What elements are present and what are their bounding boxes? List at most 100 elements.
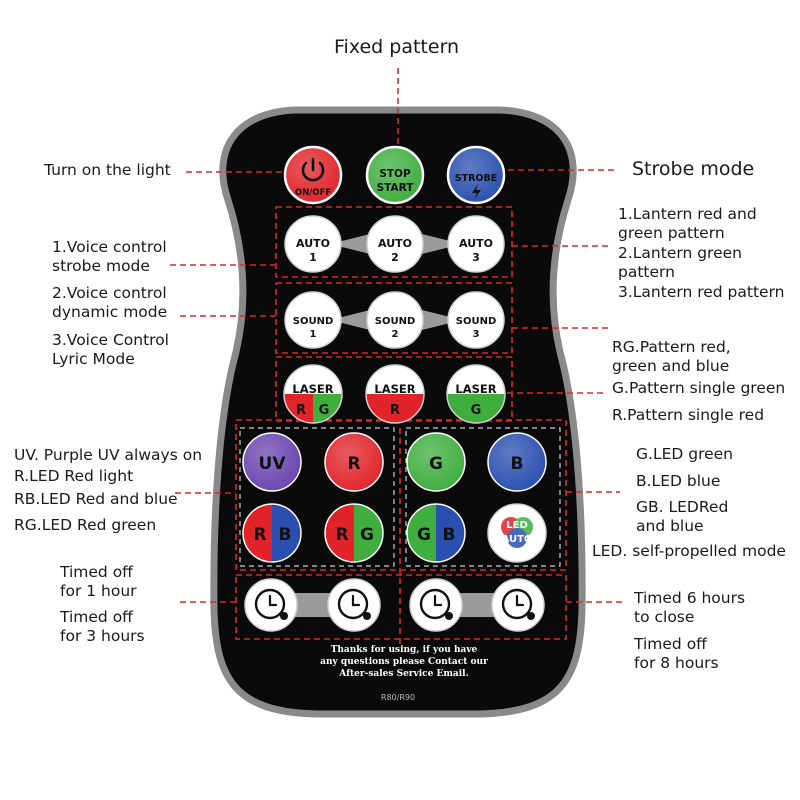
timed-8h-line-1: Timed off (634, 635, 707, 653)
lantern-2-callout: 2.Lantern green pattern (618, 244, 742, 282)
auto-2-number: 2 (391, 251, 399, 264)
rg-pattern-callout: RG.Pattern red, green and blue (612, 338, 731, 376)
clock-icon (337, 588, 371, 620)
fixed-pattern-title: Fixed pattern (334, 36, 460, 58)
uv-label: UV (259, 454, 287, 474)
model-number: R80/R90 (381, 693, 415, 702)
sound-1-number: 1 (310, 329, 317, 340)
auto-3-number: 3 (472, 251, 480, 264)
laser-r-button[interactable]: LASER R (365, 364, 425, 424)
rg-pattern-line-1: RG.Pattern red, (612, 338, 731, 356)
g-led-label: G (429, 454, 443, 474)
rb-led-button[interactable]: R B (242, 503, 302, 563)
voice-2-line-1: 2.Voice control (52, 284, 167, 302)
timed-6h-line-1: Timed 6 hours (634, 589, 746, 607)
g-led-button[interactable]: G (406, 432, 466, 492)
uv-button[interactable]: UV (242, 432, 302, 492)
b-led-callout: B.LED blue (636, 472, 721, 490)
timed-8h-line-2: for 8 hours (634, 654, 719, 672)
r-pattern-callout: R.Pattern single red (612, 406, 765, 424)
voice-3-line-1: 3.Voice Control (52, 331, 169, 349)
rg-led-r: R (335, 525, 348, 545)
rb-led-r: R (253, 525, 266, 545)
b-led-button[interactable]: B (487, 432, 547, 492)
auto-1-label: AUTO (296, 237, 330, 250)
timed-1h-callout: Timed off for 1 hour (60, 563, 137, 601)
led-auto-callout: LED. self-propelled mode (592, 542, 786, 560)
sound-2-number: 2 (392, 329, 399, 340)
voice-2-callout: 2.Voice control dynamic mode (52, 284, 167, 322)
timer-6h-button[interactable] (409, 578, 463, 632)
rg-pattern-line-2: green and blue (612, 357, 730, 375)
lantern-2-line-2: pattern (618, 263, 675, 281)
timed-3h-callout: Timed off for 3 hours (60, 608, 145, 646)
lantern-3-callout: 3.Lantern red pattern (618, 283, 785, 301)
timed-3h-line-1: Timed off (60, 608, 133, 626)
r-led-button[interactable]: R (324, 432, 384, 492)
power-label: ON/OFF (295, 188, 331, 198)
sound-2-label: SOUND (375, 316, 416, 327)
strobe-button[interactable]: STROBE (446, 145, 506, 205)
auto-1-button[interactable]: AUTO 1 (284, 215, 342, 273)
power-icon (301, 161, 325, 182)
timed-6h-line-2: to close (634, 608, 695, 626)
g-pattern-callout: G.Pattern single green (612, 379, 786, 397)
footer-line-1: Thanks for using, if you have (331, 645, 478, 655)
lantern-1-callout: 1.Lantern red and green pattern (618, 205, 757, 243)
timed-3h-line-2: for 3 hours (60, 627, 145, 645)
sound-1-label: SOUND (293, 316, 334, 327)
rb-led-b: B (279, 525, 292, 545)
gb-led-line-2: and blue (636, 517, 704, 535)
footer-line-3: After-sales Service Email. (338, 669, 468, 679)
stop-label: STOP (379, 168, 411, 180)
strobe-label: STROBE (455, 173, 497, 184)
stop-start-button[interactable]: STOP START (365, 145, 425, 205)
laser-rg-label: LASER (292, 382, 333, 396)
gb-led-button[interactable]: G B (406, 503, 466, 563)
auto-3-button[interactable]: AUTO 3 (447, 215, 505, 273)
rgb-circles-icon (501, 517, 533, 548)
timed-6h-callout: Timed 6 hours to close (634, 589, 745, 627)
laser-g-g: G (471, 403, 482, 418)
lantern-1-line-2: green pattern (618, 224, 725, 242)
turn-on-callout: Turn on the light (44, 161, 171, 179)
timer-8h-button[interactable] (491, 578, 545, 632)
voice-3-callout: 3.Voice Control Lyric Mode (52, 331, 169, 369)
gb-led-callout: GB. LEDRed and blue (636, 498, 728, 536)
timed-8h-callout: Timed off for 8 hours (634, 635, 719, 673)
voice-1-line-2: strobe mode (52, 257, 150, 275)
callout-lines (170, 68, 624, 603)
lightning-icon (472, 184, 481, 200)
rg-led-g: G (360, 525, 374, 545)
rg-led-button[interactable]: R G (324, 503, 384, 563)
laser-rg-g: G (319, 403, 330, 418)
gb-led-line-1: GB. LEDRed (636, 498, 729, 516)
lantern-1-line-1: 1.Lantern red and (618, 205, 757, 223)
timed-1h-line-2: for 1 hour (60, 582, 137, 600)
gb-led-b: B (443, 525, 456, 545)
r-led-callout: R.LED Red light (14, 467, 134, 485)
auto-2-button[interactable]: AUTO 2 (366, 215, 424, 273)
laser-r-label: LASER (374, 382, 415, 396)
uv-callout: UV. Purple UV always on (14, 446, 203, 464)
timer-3h-button[interactable] (327, 578, 381, 632)
timed-1h-line-1: Timed off (60, 563, 133, 581)
strobe-mode-callout: Strobe mode (632, 158, 755, 180)
led-auto-button[interactable]: LED AUTO (487, 503, 547, 563)
rg-led-callout: RG.LED Red green (14, 516, 157, 534)
auto-2-label: AUTO (378, 237, 412, 250)
timer-1h-button[interactable] (244, 578, 298, 632)
laser-r-r: R (390, 403, 400, 418)
clock-icon (254, 588, 288, 620)
power-button[interactable]: ON/OFF (283, 145, 343, 205)
laser-rg-button[interactable]: LASER R G (283, 364, 343, 424)
sound-connectors (330, 310, 462, 330)
sound-2-button[interactable]: SOUND 2 (366, 291, 424, 349)
sound-3-number: 3 (473, 329, 480, 340)
auto-1-number: 1 (309, 251, 317, 264)
gb-led-g: G (417, 525, 431, 545)
laser-g-button[interactable]: LASER G (446, 364, 506, 424)
sound-1-button[interactable]: SOUND 1 (284, 291, 342, 349)
b-led-label: B (511, 454, 524, 474)
sound-3-button[interactable]: SOUND 3 (447, 291, 505, 349)
